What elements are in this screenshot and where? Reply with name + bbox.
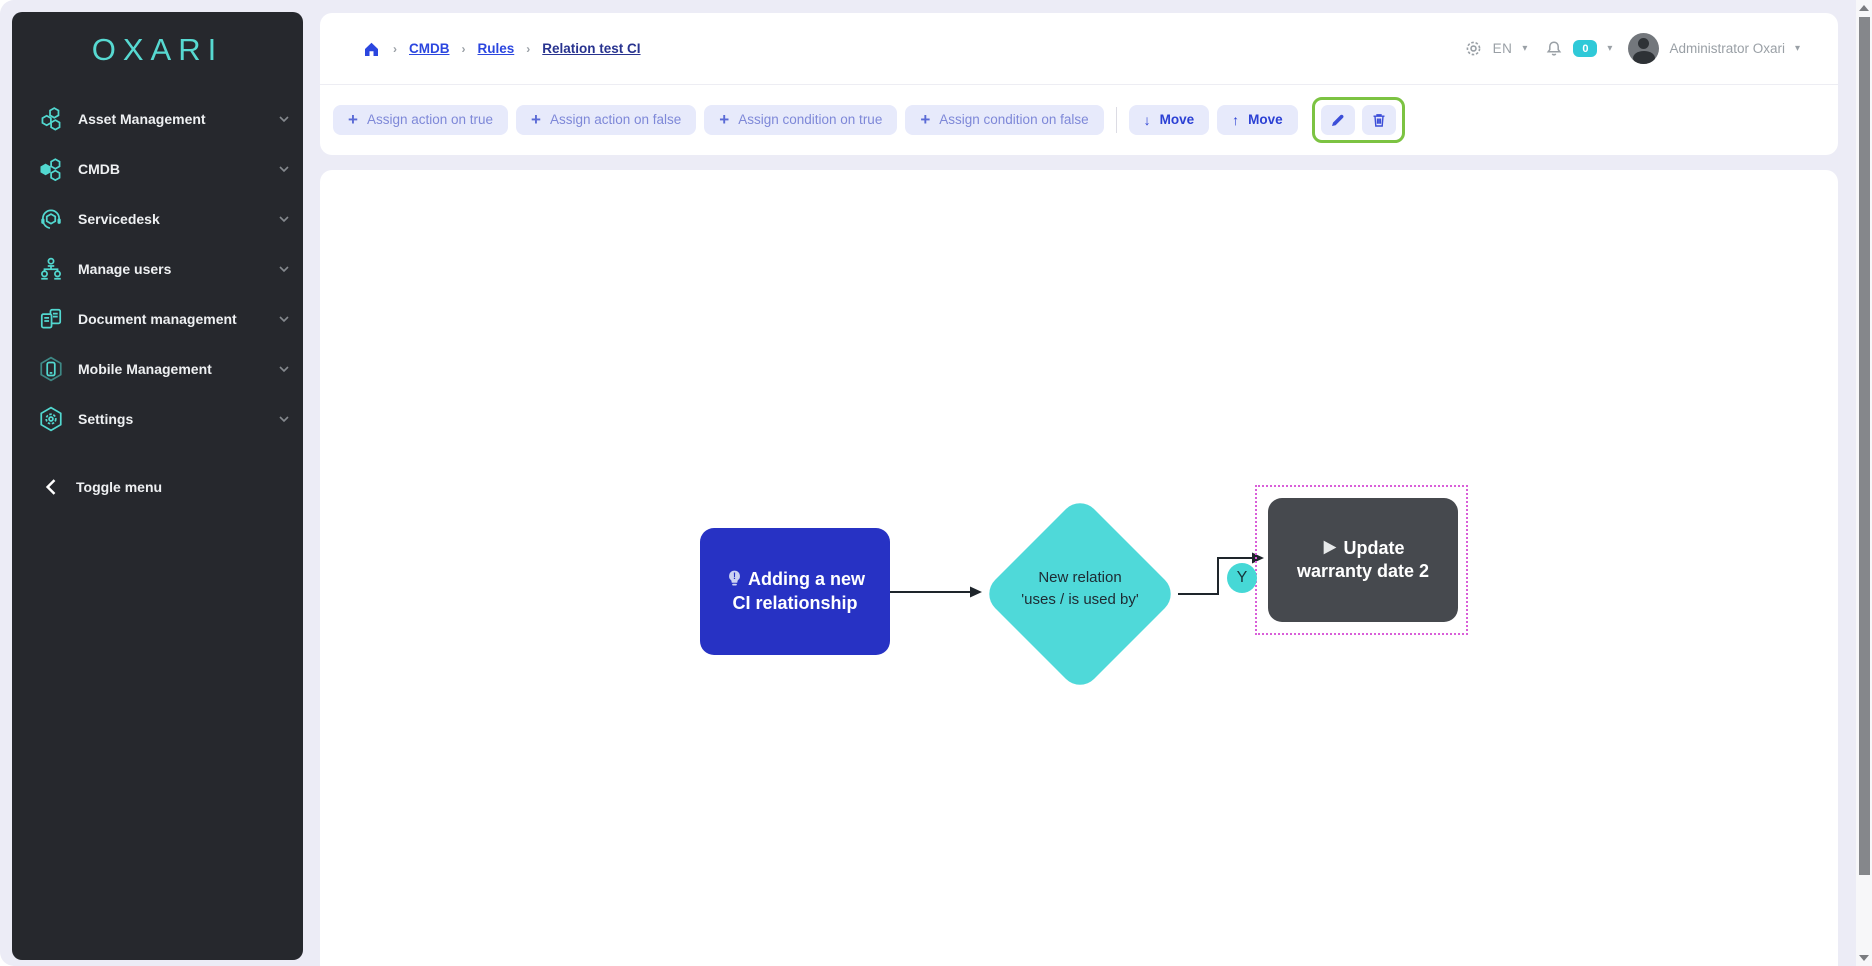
gear-hexagon-icon [40,406,62,432]
condition-node-line1: New relation [1038,569,1122,586]
sidebar-item-label: Settings [78,411,134,427]
sidebar-item-cmdb[interactable]: CMDB [12,144,303,194]
arrow-down-icon: ↓ [1143,111,1151,128]
chevron-down-icon [279,316,289,323]
hexagon-cluster-filled-icon [40,158,61,182]
sidebar-item-label: Document management [78,311,237,327]
toggle-menu-button[interactable]: Toggle menu [12,462,303,512]
documents-icon [40,308,62,329]
sidebar-item-label: CMDB [78,161,120,177]
edit-button[interactable] [1320,104,1355,135]
sidebar-item-mobile-management[interactable]: Mobile Management [12,344,303,394]
language-selector[interactable]: EN [1492,41,1513,56]
flow-node-trigger[interactable]: ! Adding a new CI relationship [700,528,890,655]
chevron-down-icon [279,166,289,173]
breadcrumb-current[interactable]: Relation test CI [542,41,641,56]
assign-action-on-true-button[interactable]: + Assign action on true [333,104,509,135]
vertical-scrollbar[interactable] [1856,0,1872,966]
sidebar-item-label: Manage users [78,261,172,277]
sidebar-item-label: Mobile Management [78,361,212,377]
topbar-actions: EN ▾ 0 ▾ Administrator Oxari ▾ [1464,33,1800,64]
chevron-down-icon [279,216,289,223]
sidebar-item-manage-users[interactable]: Manage users [12,244,303,294]
header-top-row: › CMDB › Rules › Relation test CI EN ▾ 0 [320,13,1838,85]
trash-icon [1373,113,1385,127]
sidebar-item-label: Asset Management [78,111,206,127]
toggle-menu-label: Toggle menu [76,479,163,495]
caret-down-icon[interactable]: ▾ [1794,43,1800,54]
action-node-label: Update warranty date 2 [1296,537,1430,581]
user-name: Administrator Oxari [1669,41,1785,56]
trigger-node-label: Adding a new CI relationship [732,569,865,613]
breadcrumb-link-cmdb[interactable]: CMDB [409,41,450,56]
button-label: Assign action on true [366,112,494,127]
condition-node-label: New relation 'uses / is used by' [980,567,1180,611]
plus-icon: + [348,110,358,129]
scrollbar-up-arrow[interactable] [1859,5,1869,11]
button-label: Assign condition on true [738,112,883,127]
svg-text:!: ! [733,571,736,581]
org-users-icon [41,257,61,280]
caret-down-icon[interactable]: ▾ [1522,43,1528,54]
pencil-icon [1331,114,1344,126]
button-label: Move [1159,112,1195,127]
breadcrumb: › CMDB › Rules › Relation test CI [362,40,641,58]
move-up-button[interactable]: ↑ Move [1217,104,1298,135]
plus-icon: + [531,110,541,129]
mobile-icon [40,356,62,382]
sidebar-item-settings[interactable]: Settings [12,394,303,444]
plus-icon: + [920,110,931,129]
selection-outline [1255,485,1468,635]
move-down-button[interactable]: ↓ Move [1128,104,1210,135]
headset-icon [41,209,61,230]
header-card: › CMDB › Rules › Relation test CI EN ▾ 0 [320,13,1838,155]
chevron-down-icon [279,366,289,373]
chevron-down-icon [279,266,289,273]
notification-count-badge: 0 [1573,40,1598,57]
home-icon[interactable] [362,40,381,58]
rule-toolbar: + Assign action on true + Assign action … [320,85,1838,154]
breadcrumb-separator: › [526,41,531,56]
sidebar-item-label: Servicedesk [78,211,160,227]
caret-down-icon[interactable]: ▾ [1607,43,1613,54]
assign-condition-on-false-button[interactable]: + Assign condition on false [905,104,1104,135]
button-label: Assign condition on false [939,112,1089,127]
delete-button[interactable] [1361,104,1396,135]
scrollbar-thumb[interactable] [1859,17,1870,875]
lightbulb-icon: ! [729,570,740,586]
flowchart-canvas[interactable]: ! Adding a new CI relationship New relat… [320,170,1838,966]
button-label: Assign action on false [549,112,682,127]
assign-action-on-false-button[interactable]: + Assign action on false [516,104,697,135]
flow-node-action[interactable]: Update warranty date 2 [1268,498,1458,622]
toolbar-divider [1115,106,1117,133]
bell-icon[interactable] [1545,40,1563,58]
sidebar-item-servicedesk[interactable]: Servicedesk [12,194,303,244]
oxari-logo: OXARI [91,32,224,67]
breadcrumb-separator: › [461,41,466,56]
breadcrumb-separator: › [393,41,397,56]
condition-node-line2: 'uses / is used by' [1021,590,1139,608]
play-icon [1324,540,1337,555]
plus-icon: + [719,110,730,129]
edge-label-yes: Y [1227,563,1257,593]
gear-icon[interactable] [1464,39,1483,58]
button-label: Move [1248,112,1283,127]
scrollbar-down-arrow[interactable] [1859,955,1869,961]
assign-condition-on-true-button[interactable]: + Assign condition on true [704,104,898,135]
chevron-down-icon [279,116,289,123]
user-avatar[interactable] [1628,33,1660,64]
sidebar: OXARI Asset Management CMDB [12,12,303,960]
chevron-down-icon [279,416,289,423]
arrow-up-icon: ↑ [1232,111,1240,128]
chevron-left-icon [45,479,56,495]
sidebar-menu: Asset Management CMDB [12,94,303,512]
sidebar-item-asset-management[interactable]: Asset Management [12,94,303,144]
breadcrumb-link-rules[interactable]: Rules [477,41,515,56]
sidebar-item-document-management[interactable]: Document management [12,294,303,344]
highlight-annotation [1311,96,1405,143]
hexagon-cluster-icon [41,107,61,131]
